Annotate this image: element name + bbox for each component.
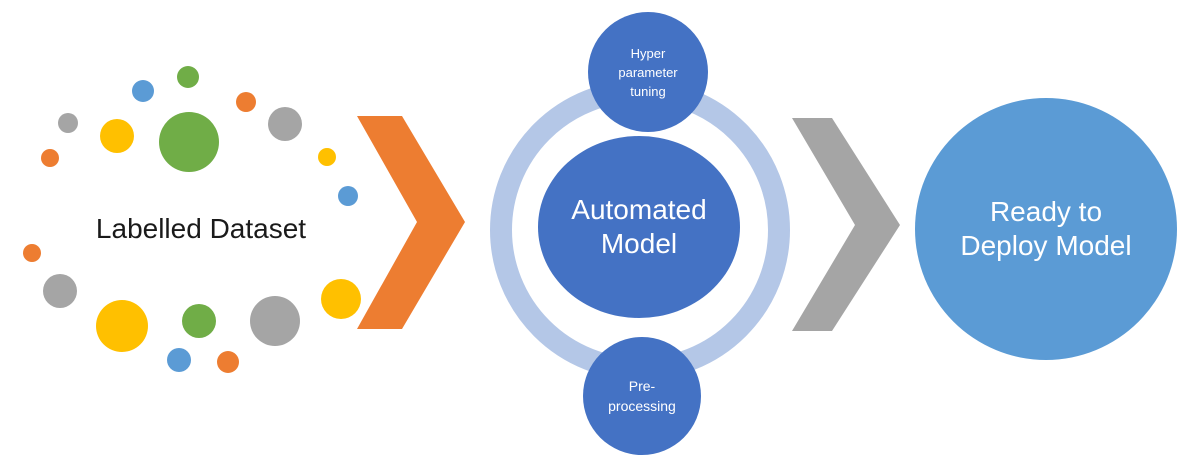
dataset-dot-orange (41, 149, 59, 167)
dataset-dot-gray (268, 107, 302, 141)
hyperparameter-tuning-circle: Hyper parameter tuning (588, 12, 708, 132)
dataset-dot-blue (167, 348, 191, 372)
dataset-dot-gray (58, 113, 78, 133)
dataset-dot-yellow (318, 148, 336, 166)
ready-to-deploy-circle: Ready to Deploy Model (915, 98, 1177, 360)
preprocessing-circle: Pre- processing (583, 337, 701, 455)
hyperparameter-tuning-label: Hyper parameter tuning (618, 45, 678, 99)
orange-chevron-right-icon (357, 116, 465, 329)
automated-model-circle: Automated Model (538, 136, 740, 318)
dataset-dot-blue (132, 80, 154, 102)
dataset-dot-green (159, 112, 219, 172)
dataset-dot-yellow (321, 279, 361, 319)
dataset-dot-blue (338, 186, 358, 206)
dataset-dot-yellow (100, 119, 134, 153)
labelled-dataset-label: Labelled Dataset (95, 213, 307, 244)
dataset-dot-green (177, 66, 199, 88)
dataset-dot-green (182, 304, 216, 338)
dataset-dot-gray (43, 274, 77, 308)
gray-chevron-right-icon (792, 118, 900, 331)
automated-model-label: Automated Model (571, 194, 707, 259)
preprocessing-label: Pre- processing (608, 378, 676, 414)
dataset-dot-orange (23, 244, 41, 262)
ready-to-deploy-label: Ready to Deploy Model (960, 196, 1132, 261)
dataset-dot-orange (217, 351, 239, 373)
dataset-dot-orange (236, 92, 256, 112)
dataset-dot-gray (250, 296, 300, 346)
dataset-dot-yellow (96, 300, 148, 352)
